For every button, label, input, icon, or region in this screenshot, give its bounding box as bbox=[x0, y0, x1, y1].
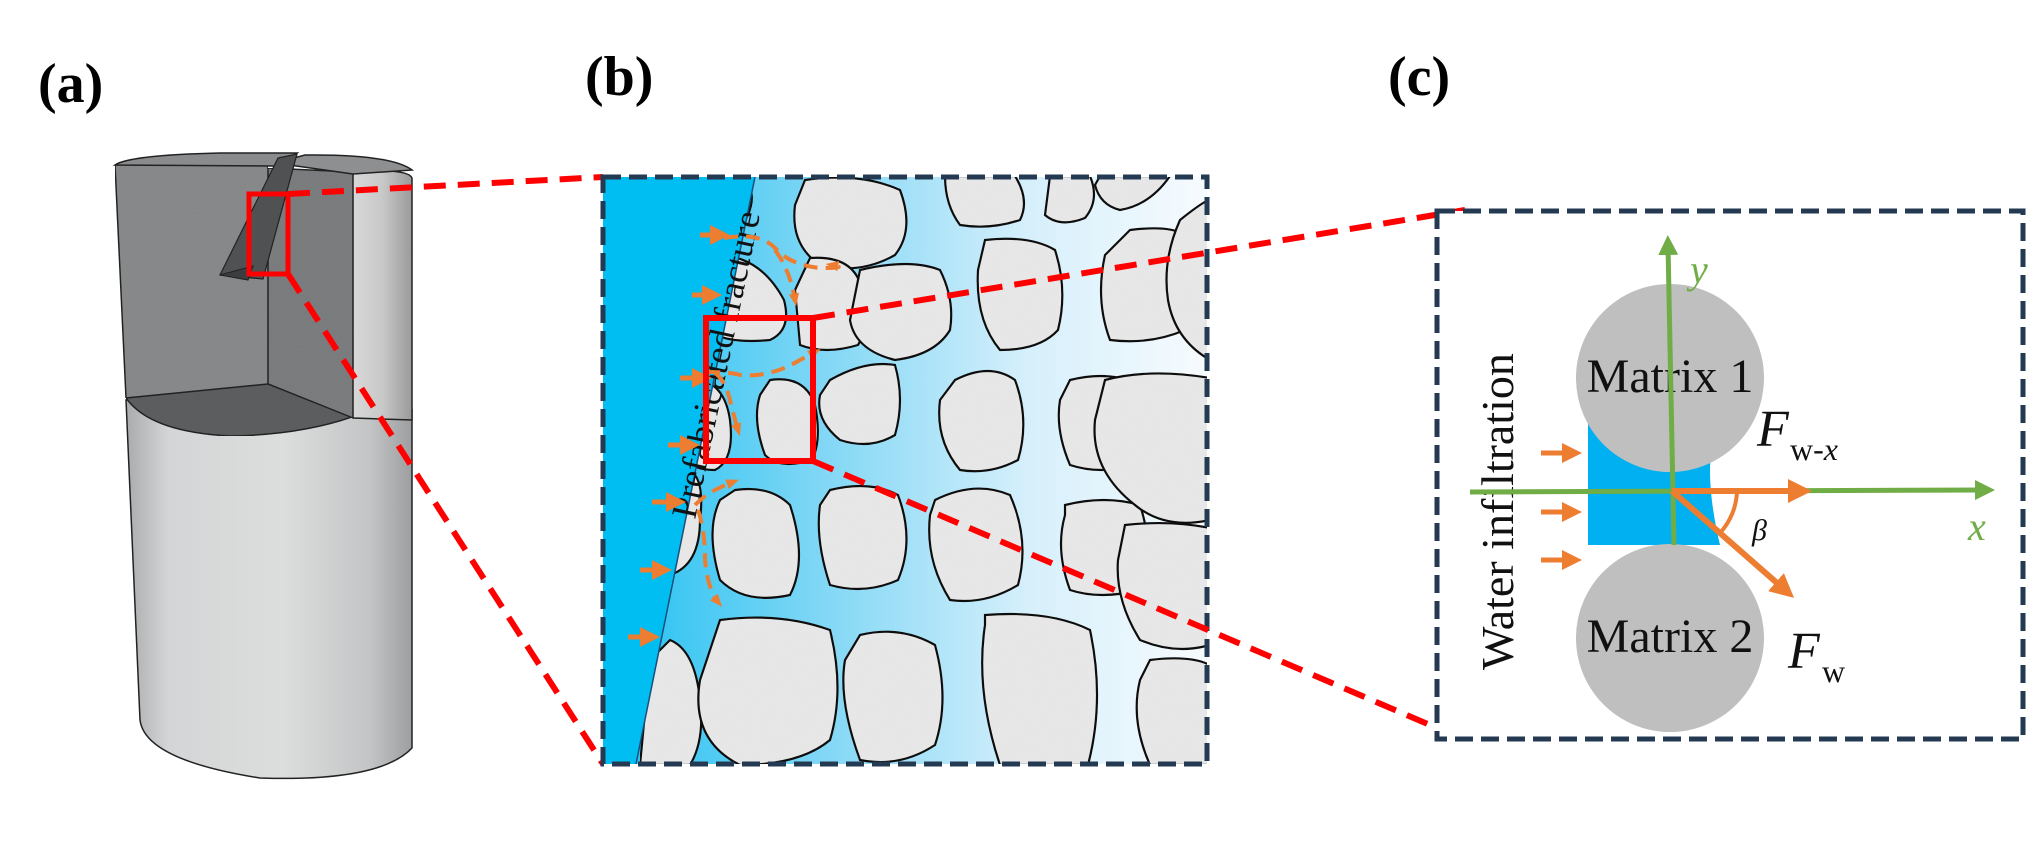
rock-grain bbox=[842, 630, 944, 764]
seepage-path bbox=[713, 371, 742, 437]
force-fw-sub: w bbox=[1822, 653, 1845, 689]
panel-c-label: (c) bbox=[1388, 46, 1450, 108]
seepage-path bbox=[696, 509, 723, 607]
rock-grain bbox=[938, 370, 1025, 473]
zoom-link-bottom-a bbox=[285, 272, 606, 766]
water-infiltration-label: Water infiltration bbox=[1472, 353, 1523, 670]
zoom-link-bottom-b bbox=[811, 458, 1467, 743]
rock-grain bbox=[711, 487, 801, 599]
rock-grain bbox=[981, 612, 1099, 764]
force-fw-x-main: F bbox=[1756, 401, 1790, 458]
rock-grain bbox=[1135, 657, 1207, 764]
prefabricated-fracture bbox=[603, 177, 755, 764]
seepage-path bbox=[693, 479, 739, 507]
rock-grain bbox=[793, 177, 908, 270]
panel-b: (b) bbox=[585, 46, 1210, 767]
zoom-link-top-b bbox=[812, 207, 1466, 321]
rock-grain bbox=[976, 237, 1064, 352]
zoom-region-a bbox=[246, 191, 291, 277]
seepage-paths bbox=[693, 234, 841, 607]
rock-grain bbox=[848, 262, 953, 362]
angle-beta-label: β bbox=[1751, 514, 1767, 547]
seepage-path bbox=[723, 234, 841, 272]
force-fw-x-label: F w-x bbox=[1756, 401, 1838, 467]
zoom-link-top-a bbox=[287, 174, 604, 197]
rock-cylinder bbox=[112, 152, 415, 780]
fracture-slot bbox=[219, 153, 298, 280]
matrix-2 bbox=[1576, 544, 1764, 732]
matrix-2-label: Matrix 2 bbox=[1587, 610, 1754, 663]
rock-grain bbox=[1043, 177, 1096, 224]
panel-a: (a) bbox=[38, 53, 415, 780]
panel-a-label: (a) bbox=[38, 53, 103, 115]
panel-b-label: (b) bbox=[585, 46, 653, 108]
force-fw-main: F bbox=[1787, 623, 1821, 680]
x-axis-label: x bbox=[1967, 504, 1986, 549]
seepage-path bbox=[773, 248, 799, 307]
angle-arc bbox=[1718, 490, 1739, 535]
rock-grain bbox=[1093, 177, 1171, 212]
rock-grain bbox=[1116, 521, 1207, 651]
rock-grain bbox=[817, 484, 908, 591]
panel-c: (c) Water infiltration Matrix 1 Matrix 2… bbox=[1388, 46, 2026, 742]
rock-grain bbox=[943, 177, 1026, 228]
zoom-region-b bbox=[703, 315, 816, 464]
force-fw-x-sub: w-x bbox=[1790, 431, 1838, 467]
rock-grain bbox=[755, 378, 819, 466]
rock-grain bbox=[818, 362, 902, 446]
inflow-arrows bbox=[628, 225, 730, 647]
rock-grain bbox=[1093, 372, 1207, 524]
rock-grain bbox=[697, 616, 839, 764]
y-axis-label: y bbox=[1686, 247, 1708, 292]
panel-b-frame bbox=[600, 174, 1210, 767]
rock-grain bbox=[928, 487, 1024, 603]
infiltration-arrows bbox=[1541, 443, 1582, 570]
force-fw-label: F w bbox=[1787, 623, 1845, 689]
force-fw-vector bbox=[1670, 488, 1795, 598]
